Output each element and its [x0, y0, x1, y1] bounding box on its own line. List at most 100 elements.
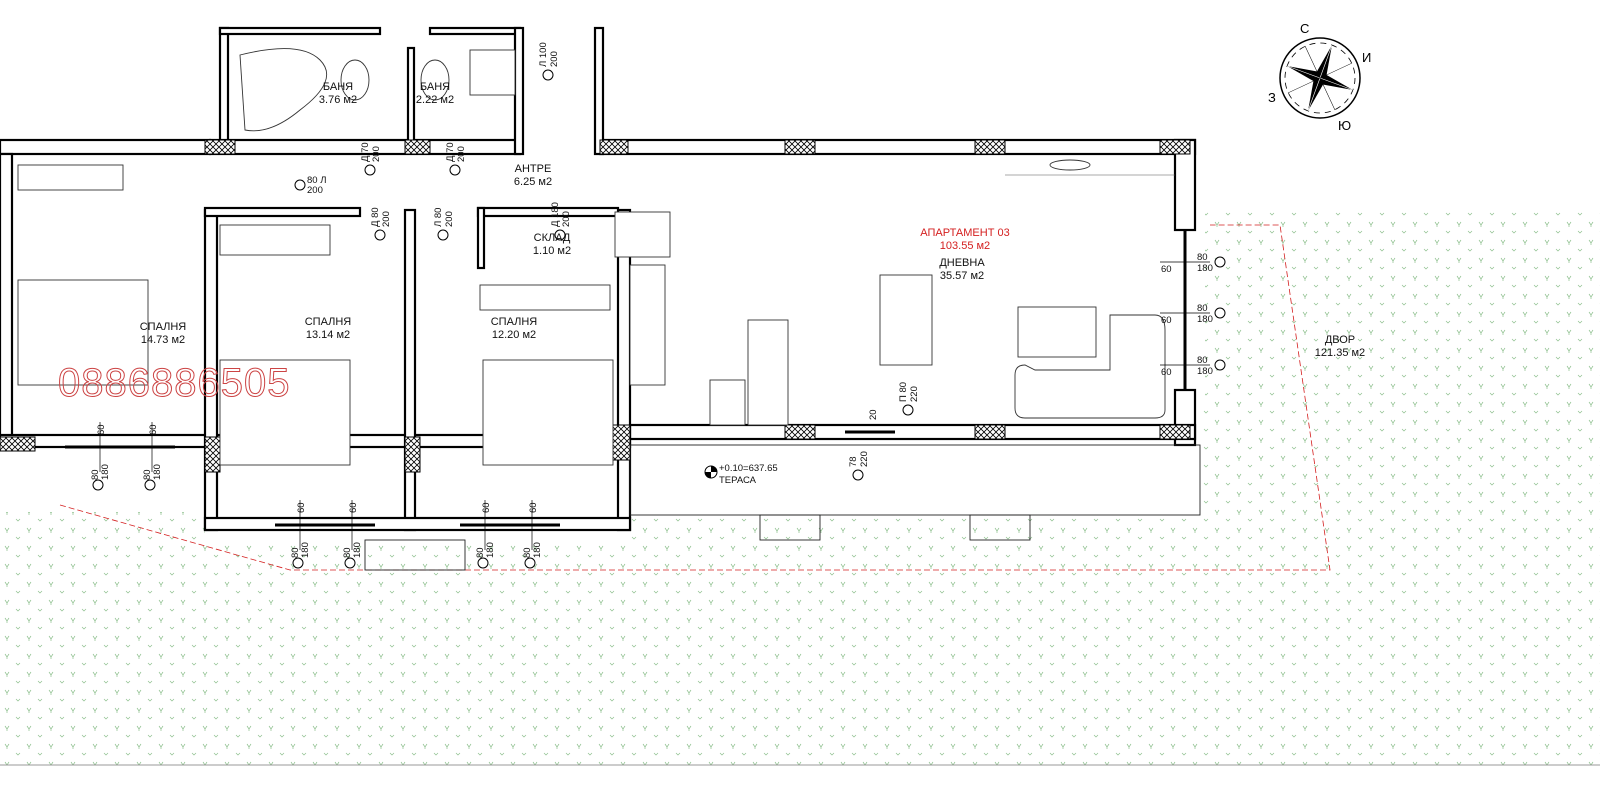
window-sill-label: 60 [296, 502, 307, 513]
bedroom2-area: 13.14 м2 [306, 329, 350, 341]
phone-watermark: 0886886505 [58, 361, 290, 405]
window-width-label: 80 [1197, 252, 1208, 263]
storage-name: СКЛАД [534, 232, 571, 244]
door-mark-label: Л 80 [433, 208, 444, 227]
door-mark-label: Д 80 [370, 207, 381, 227]
door-mark-height: 200 [381, 211, 392, 227]
window-width-label: 80 [522, 547, 533, 558]
door-mark-height: 200 [444, 211, 455, 227]
yard-area [0, 210, 1600, 766]
window-sill-label: 60 [1161, 367, 1172, 378]
window-sill-label: 60 [1161, 315, 1172, 326]
door-mark-circle [364, 164, 376, 176]
window-height-label: 180 [532, 542, 543, 558]
door-mark-circle [374, 229, 386, 241]
bedroom1-area: 14.73 м2 [141, 334, 185, 346]
compass-south: Ю [1338, 118, 1351, 133]
door-mark-height: 200 [371, 146, 382, 162]
compass-west: З [1268, 90, 1276, 105]
window-height-label: 180 [300, 542, 311, 558]
door-sill-label: 20 [868, 409, 879, 420]
living-area: 35.57 м2 [940, 270, 984, 282]
door-mark-label: Д 70 [360, 142, 371, 162]
door-mark-label: Л 100 [538, 42, 549, 67]
terrace-level: +0.10=637.65 [719, 463, 778, 474]
window-height-label: 180 [1197, 366, 1213, 377]
window-sill-label: 60 [348, 502, 359, 513]
compass-north: С [1300, 21, 1309, 36]
door-mark-height: 200 [549, 51, 560, 67]
window-sill-label: 60 [1161, 264, 1172, 275]
window-width-label: 80 [1197, 355, 1208, 366]
window-height-label: 180 [152, 464, 163, 480]
window-height-label: 180 [485, 542, 496, 558]
door-mark-circle [542, 69, 554, 81]
bedroom1-name: СПАЛНЯ [140, 321, 187, 333]
door-mark-label: П 80 [898, 382, 909, 402]
window-mark-circle [144, 479, 156, 491]
window-height-label: 180 [1197, 314, 1213, 325]
window-width-label: 80 [90, 469, 101, 480]
door-mark-height: 200 [561, 211, 572, 227]
bath1-name: БАНЯ [323, 81, 353, 93]
window-mark-circle [1214, 307, 1226, 319]
level-marker: +0.10=637.65 ТЕРАСА [704, 463, 778, 486]
window-sill-label: 60 [148, 424, 159, 435]
door-mark-height: 200 [456, 146, 467, 162]
door-mark-label: 80 Л [307, 175, 326, 186]
window-mark-circle [477, 557, 489, 569]
furniture [17, 48, 1175, 466]
window-height-label: 180 [352, 542, 363, 558]
bath2-name: БАНЯ [420, 81, 450, 93]
door-mark-circle [449, 164, 461, 176]
hall-name: АНТРЕ [515, 163, 552, 175]
apartment-area: 103.55 м2 [940, 240, 990, 252]
door-mark-label: 78 [848, 456, 859, 467]
window-width-label: 80 [1197, 303, 1208, 314]
window-mark-circle [524, 557, 536, 569]
bath2-area: 2.22 м2 [416, 94, 454, 106]
door-mark-circle [554, 229, 566, 241]
hall-area: 6.25 м2 [514, 176, 552, 188]
door-mark-label: Д 180 [550, 202, 561, 227]
door-mark-circle [294, 179, 306, 191]
window-mark-circle [292, 557, 304, 569]
door-mark-circle [437, 229, 449, 241]
apartment-name: АПАРТАМЕНТ 03 [920, 227, 1009, 239]
yard-name: ДВОР [1325, 334, 1355, 346]
window-sill-label: 60 [481, 502, 492, 513]
compass-east: И [1362, 50, 1371, 65]
door-mark-label: Д 70 [445, 142, 456, 162]
compass-rose: С И Ю З [1268, 21, 1371, 133]
compass-star-icon [1287, 45, 1353, 111]
window-width-label: 80 [290, 547, 301, 558]
door-mark-height: 200 [307, 185, 323, 196]
terrace-name: ТЕРАСА [719, 475, 757, 486]
door-mark-circle [852, 469, 864, 481]
door-mark-height: 220 [859, 451, 870, 467]
window-mark-circle [92, 479, 104, 491]
bedroom3-area: 12.20 м2 [492, 329, 536, 341]
window-sill-label: 60 [528, 502, 539, 513]
window-height-label: 180 [1197, 263, 1213, 274]
window-mark-circle [1214, 256, 1226, 268]
window-width-label: 80 [342, 547, 353, 558]
door-mark-height: 220 [909, 386, 920, 402]
window-mark-circle [1214, 359, 1226, 371]
living-name: ДНЕВНА [939, 257, 985, 269]
walls [0, 26, 1201, 571]
window-sill-label: 60 [96, 424, 107, 435]
plot-boundary [59, 224, 1331, 571]
room-labels: БАНЯ 3.76 м2 БАНЯ 2.22 м2 АНТРЕ 6.25 м2 … [58, 81, 1366, 486]
bath1-area: 3.76 м2 [319, 94, 357, 106]
storage-area: 1.10 м2 [533, 245, 571, 257]
window-width-label: 80 [142, 469, 153, 480]
window-height-label: 180 [100, 464, 111, 480]
door-mark-circle [902, 404, 914, 416]
window-width-label: 80 [475, 547, 486, 558]
bedroom2-name: СПАЛНЯ [305, 316, 352, 328]
bedroom3-name: СПАЛНЯ [491, 316, 538, 328]
yard-area-label: 121.35 м2 [1315, 347, 1365, 359]
